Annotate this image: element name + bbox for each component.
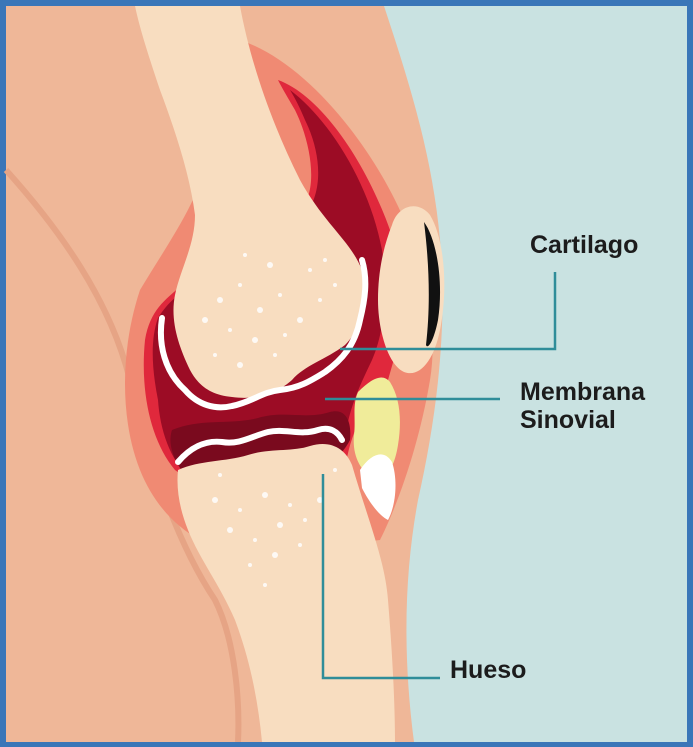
membrane-label-line2: Sinovial <box>520 407 616 434</box>
bone-label: Hueso <box>450 657 526 684</box>
membrane-label-line1: Membrana <box>520 379 645 406</box>
cartilage-label: Cartilago <box>530 232 638 259</box>
